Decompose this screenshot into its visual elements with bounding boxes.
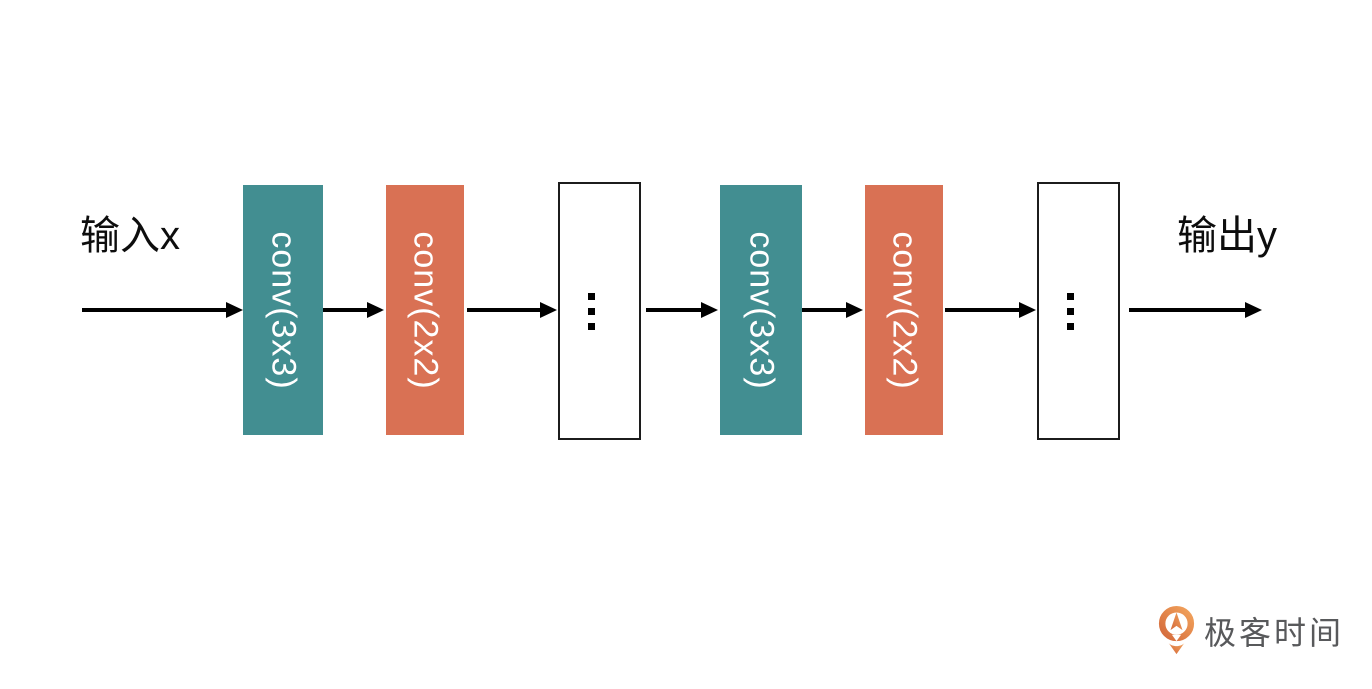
flow-arrow-6 [945,302,1036,318]
ellipsis-block-1 [558,182,641,440]
conv-2x2-block-1-label: conv(2x2) [406,230,445,390]
conv-2x2-block-2-label: conv(2x2) [885,230,924,390]
geektime-logo: 极客时间 [1158,606,1344,656]
flow-arrow-7 [1129,302,1262,318]
conv-2x2-block-2: conv(2x2) [865,185,943,435]
ellipsis-block-2 [1037,182,1120,440]
conv-3x3-block-2-label: conv(3x3) [742,230,781,390]
conv-2x2-block-1: conv(2x2) [386,185,464,435]
flow-arrow-4 [646,302,718,318]
output-label: 输出y [1177,214,1277,258]
conv-3x3-block-1: conv(3x3) [243,185,323,435]
vertical-ellipsis-icon [1067,292,1074,330]
input-label: 输入x [80,214,180,258]
flow-arrow-3 [467,302,557,318]
flow-arrow-5 [802,302,863,318]
geektime-logo-text: 极客时间 [1204,615,1345,651]
flow-arrow-1 [82,302,243,318]
vertical-ellipsis-icon [588,292,595,330]
flow-arrow-2 [322,302,384,318]
conv-3x3-block-1-label: conv(3x3) [264,230,303,390]
conv-3x3-block-2: conv(3x3) [720,185,802,435]
geektime-pin-icon [1158,606,1195,655]
